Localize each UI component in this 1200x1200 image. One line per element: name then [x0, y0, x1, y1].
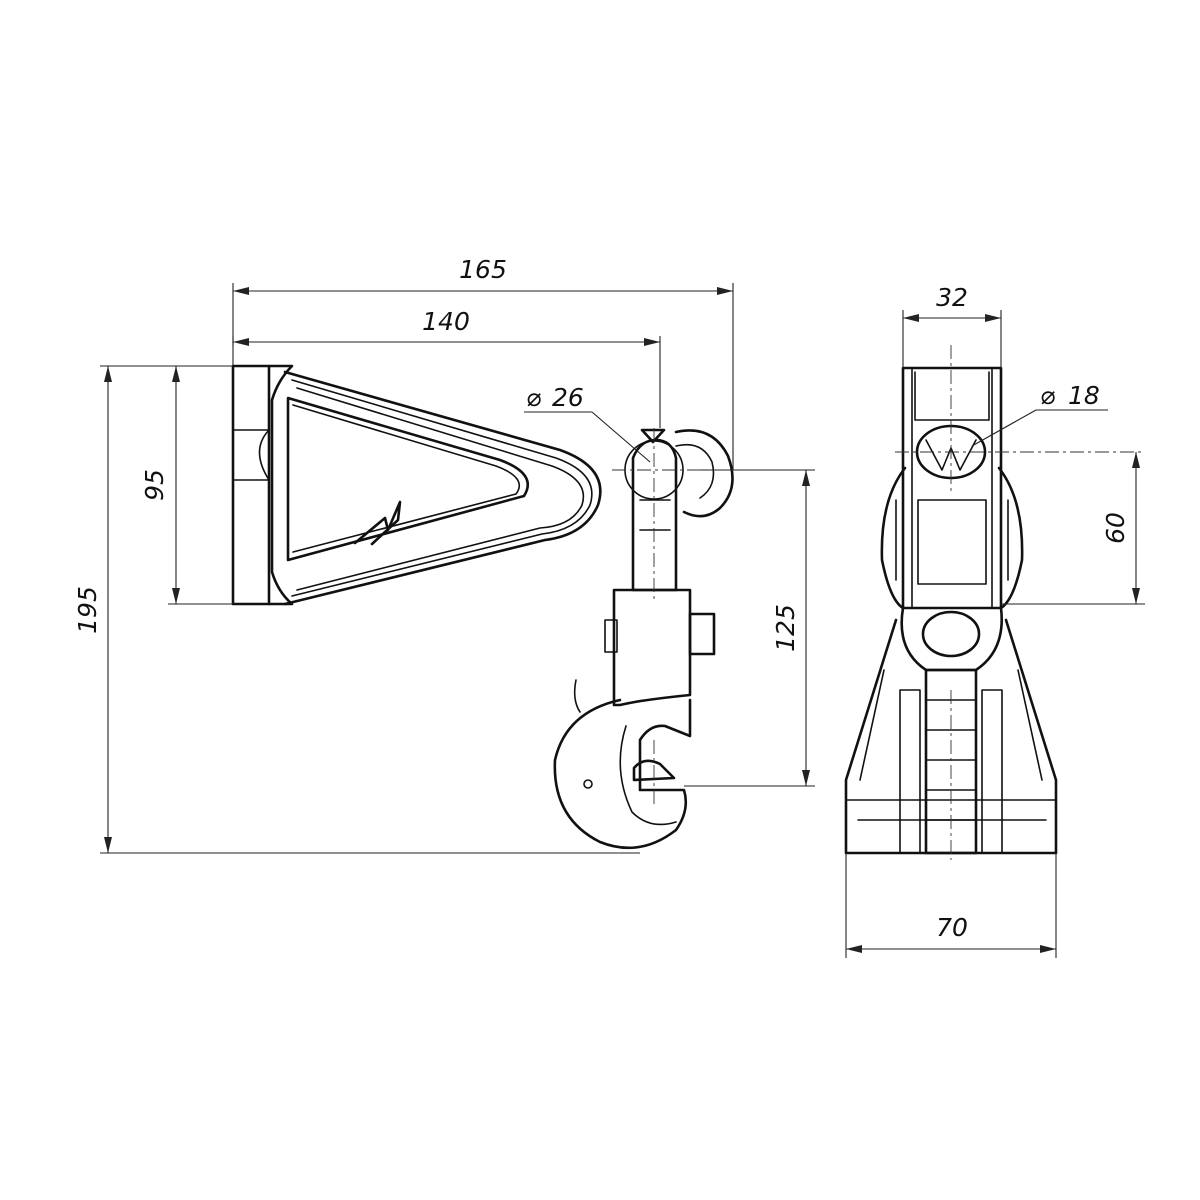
dimension-bracket-height: 95 [140, 365, 233, 605]
label-overall-height: 195 [73, 586, 102, 634]
label-eye-offset: 60 [1101, 512, 1130, 544]
dimension-base-width: 70 [845, 853, 1057, 958]
base-plate [231, 364, 294, 606]
dimension-hook-drop: 125 [684, 469, 815, 787]
dimension-eye-diameter: ⌀ 18 [971, 381, 1108, 447]
diameter-symbol: ⌀ [526, 383, 541, 412]
front-neck [900, 606, 1003, 672]
label-arm-length: 140 [422, 307, 470, 336]
diameter-symbol-2: ⌀ [1040, 381, 1055, 410]
bracket-arm [283, 370, 602, 606]
label-overall-width: 165 [459, 255, 507, 284]
front-view: 32 ⌀ 18 60 70 [844, 283, 1145, 958]
front-head [880, 366, 1024, 610]
dimension-overall-height: 195 [73, 365, 640, 854]
label-eye-diameter: 18 [1068, 381, 1100, 410]
dimension-arm-length: 140 [232, 307, 661, 428]
hook-body [553, 588, 716, 850]
label-pin-diameter: 26 [552, 383, 584, 412]
dimension-overall-width: 165 [232, 255, 734, 470]
front-base [844, 618, 1058, 860]
front-eye [895, 345, 1145, 492]
label-bracket-height: 95 [140, 469, 169, 501]
label-hook-drop: 125 [771, 604, 800, 652]
label-top-width: 32 [936, 283, 968, 312]
dimension-pin-diameter: ⌀ 26 [524, 383, 651, 463]
dimension-top-width: 32 [902, 283, 1002, 368]
side-view: 165 140 ⌀ 26 95 [73, 255, 815, 854]
dimension-eye-offset: 60 [1001, 452, 1145, 605]
label-base-width: 70 [936, 913, 968, 942]
